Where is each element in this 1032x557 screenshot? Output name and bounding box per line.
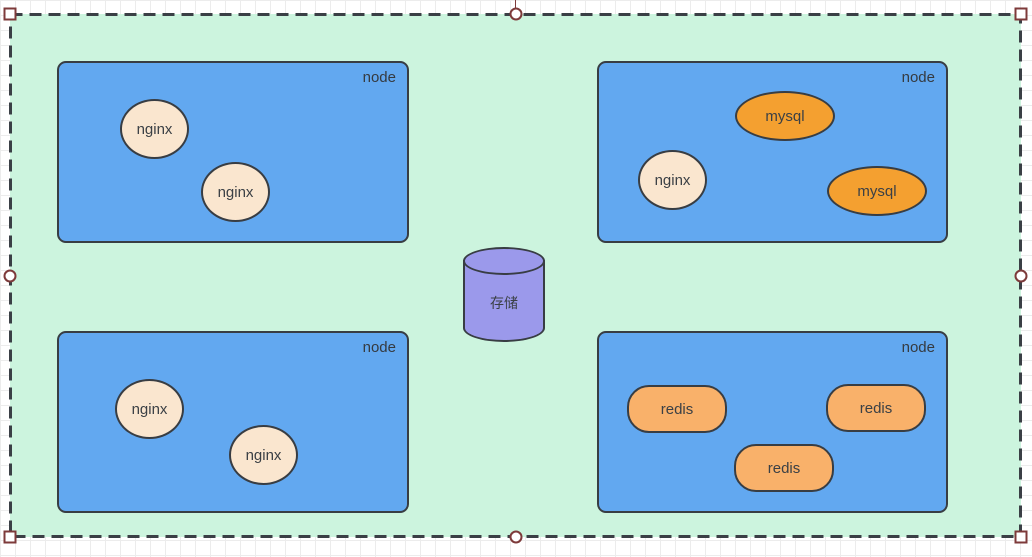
pod-label: nginx (136, 120, 173, 138)
rotation-stem (515, 0, 516, 8)
resize-handle-nw[interactable] (3, 7, 17, 21)
node-label: node (362, 339, 396, 356)
pod-label: redis (859, 399, 893, 417)
resize-handle-e[interactable] (1014, 269, 1028, 283)
node-label: node (901, 69, 935, 86)
pod-label: redis (767, 459, 801, 477)
pod-label: nginx (131, 400, 168, 418)
pod-redis[interactable]: redis (627, 385, 727, 433)
resize-handle-n[interactable] (509, 7, 523, 21)
pod-label: mysql (765, 107, 805, 125)
resize-handle-w[interactable] (3, 269, 17, 283)
pod-label: nginx (245, 446, 282, 464)
resize-handle-sw[interactable] (3, 530, 17, 544)
pod-mysql[interactable]: mysql (827, 166, 927, 216)
node-top-right[interactable]: node mysql nginx mysql (597, 61, 948, 243)
pod-nginx[interactable]: nginx (638, 150, 707, 210)
node-bottom-right[interactable]: node redis redis redis (597, 331, 948, 513)
cylinder-top-ellipse (463, 247, 545, 275)
pod-nginx[interactable]: nginx (229, 425, 298, 485)
node-label: node (362, 69, 396, 86)
pod-label: mysql (857, 182, 897, 200)
pod-redis[interactable]: redis (826, 384, 926, 432)
pod-label: redis (660, 400, 694, 418)
node-bottom-left[interactable]: node nginx nginx (57, 331, 409, 513)
pod-nginx[interactable]: nginx (201, 162, 270, 222)
storage-label: 存储 (490, 295, 518, 311)
pod-label: nginx (217, 183, 254, 201)
resize-handle-s[interactable] (509, 530, 523, 544)
pod-nginx[interactable]: nginx (115, 379, 184, 439)
resize-handle-ne[interactable] (1014, 7, 1028, 21)
pod-nginx[interactable]: nginx (120, 99, 189, 159)
node-top-left[interactable]: node nginx nginx (57, 61, 409, 243)
resize-handle-se[interactable] (1014, 530, 1028, 544)
pod-mysql[interactable]: mysql (735, 91, 835, 141)
pod-redis[interactable]: redis (734, 444, 834, 492)
node-label: node (901, 339, 935, 356)
pod-label: nginx (654, 171, 691, 189)
storage-cylinder[interactable]: 存储 (463, 247, 545, 342)
